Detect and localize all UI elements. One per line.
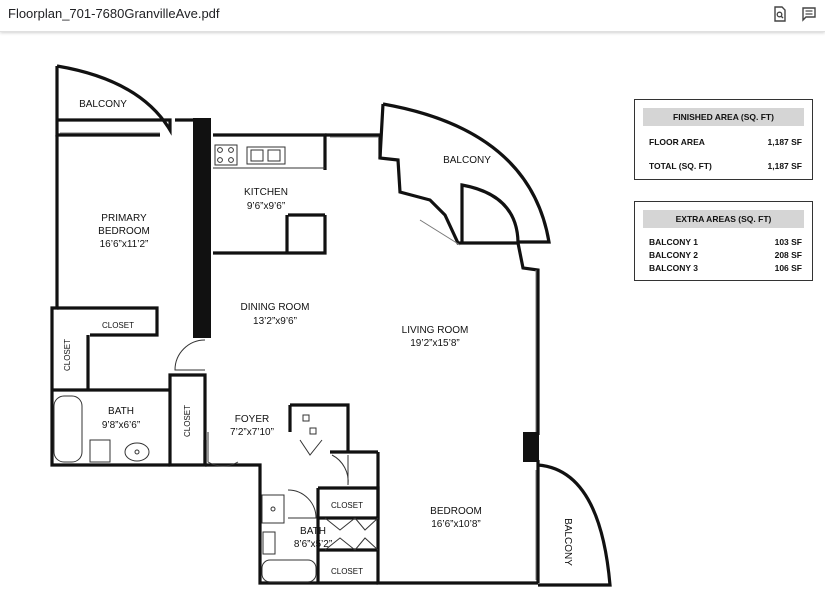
finished-area-title: FINISHED AREA (SQ. FT) [643,108,804,126]
living-room-dims: 19’2”x15’8” [410,338,459,349]
foyer-label: FOYER [235,414,269,425]
closet-side-label: CLOSET [63,339,72,371]
comment-icon[interactable] [800,5,818,23]
bath-main-label: BATH [108,406,134,417]
balcony-top-left-label: BALCONY [79,99,127,110]
extra-areas-row: BALCONY 2 208 SF [649,250,802,260]
closet-top-label: CLOSET [102,321,134,330]
kitchen-label: KITCHEN [244,187,288,198]
extra-areas-row: BALCONY 1 103 SF [649,237,802,247]
bath-second-dims: 8’6”x5’2” [294,539,332,550]
bath-second-label: BATH [300,526,326,537]
closet-hall-label: CLOSET [183,405,192,437]
bath-main-dims: 9’8”x6’6” [102,420,140,431]
closet-bed1-label: CLOSET [331,501,363,510]
pdf-page[interactable]: BALCONY BALCONY KITCHEN 9’6”x9’6” PRIMAR… [0,32,825,605]
foyer-dims: 7’2”x7’10” [230,427,274,438]
floorplan-drawing: BALCONY BALCONY KITCHEN 9’6”x9’6” PRIMAR… [50,64,612,587]
dining-room-label: DINING ROOM [241,302,310,313]
extra-areas-table: EXTRA AREAS (SQ. FT) BALCONY 1 103 SF BA… [634,201,813,281]
document-title: Floorplan_701-7680GranvilleAve.pdf [8,6,220,21]
finished-area-table: FINISHED AREA (SQ. FT) FLOOR AREA 1,187 … [634,99,813,180]
closet-bed2-label: CLOSET [331,567,363,576]
extra-areas-row: BALCONY 3 106 SF [649,263,802,273]
kitchen-dims: 9’6”x9’6” [247,201,285,212]
viewer-toolbar: Floorplan_701-7680GranvilleAve.pdf [0,0,825,32]
primary-bedroom-label-1: PRIMARY [101,213,147,224]
primary-bedroom-label-2: BEDROOM [98,226,150,237]
bedroom-dims: 16’6”x10’8” [431,519,480,530]
finished-area-row: TOTAL (SQ. FT) 1,187 SF [649,161,802,171]
dining-room-dims: 13’2”x9’6” [253,316,297,327]
living-room-label: LIVING ROOM [402,325,469,336]
balcony-bottom-right-label: BALCONY [562,518,573,566]
balcony-top-right-label: BALCONY [443,155,491,166]
primary-bedroom-dims: 16’6”x11’2” [100,239,149,250]
finished-area-row: FLOOR AREA 1,187 SF [649,137,802,147]
extra-areas-title: EXTRA AREAS (SQ. FT) [643,210,804,228]
bedroom-label: BEDROOM [430,506,482,517]
find-in-page-icon[interactable] [771,5,789,23]
